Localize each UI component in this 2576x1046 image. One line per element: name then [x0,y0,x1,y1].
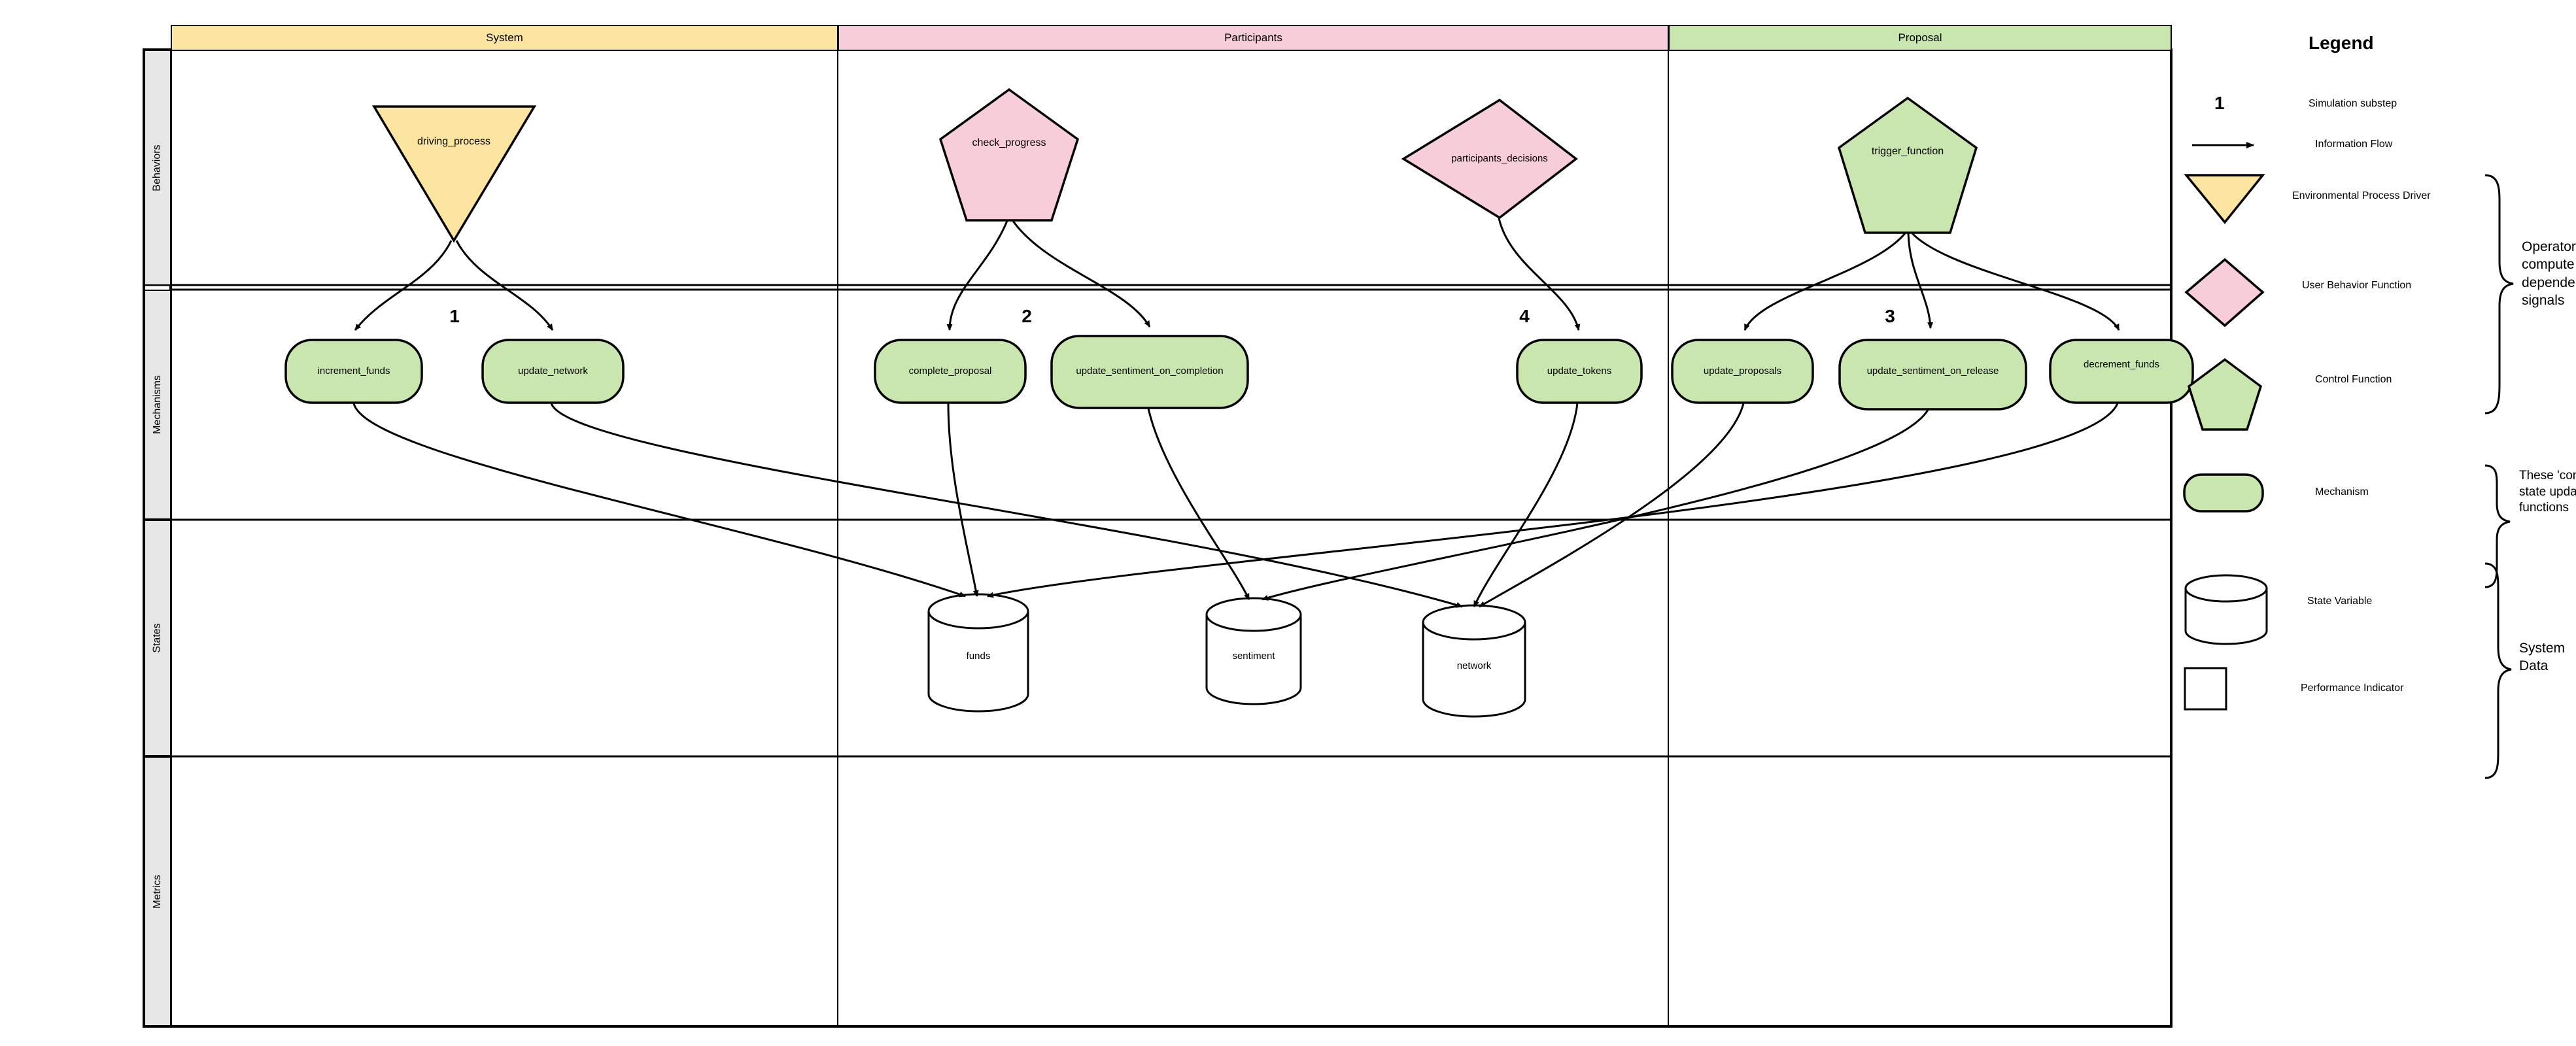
arrow-driving-to-increment-funds [354,240,453,331]
arrow-trigger-to-update-sentiment-release [1907,233,1934,329]
legend-label-mechanism: Mechanism [2315,486,2369,498]
arrow-update-network-to-network [550,403,1463,608]
substep-number-3: 3 [1885,306,1895,326]
shape-update-proposals[interactable] [1671,339,1814,404]
legend-mechanism-icon [2183,473,2264,513]
shape-network[interactable] [1422,604,1526,718]
arrow-trigger-to-update-proposals [1743,233,1906,331]
shape-update-network[interactable] [481,339,625,404]
row-label-behaviors[interactable]: Behaviors [144,50,171,286]
legend-label-performance-indicator: Performance Indicator [2301,683,2404,694]
column-header-participants-label: Participants [1224,31,1282,44]
legend-label-user-behavior-function: User Behavior Function [2302,280,2412,291]
brace-text-operators: Operators which compute state dependent … [2522,239,2576,308]
legend-label-information-flow: Information Flow [2315,139,2393,150]
shape-increment-funds[interactable] [284,339,423,404]
shape-trigger-function[interactable] [1837,96,1978,234]
shape-funds[interactable] [927,593,1029,713]
arrow-update-proposals-to-network [1479,403,1745,608]
arrow-complete-proposal-to-funds [947,403,979,597]
shape-participants-decisions[interactable] [1401,98,1578,220]
shape-update-sentiment-on-completion[interactable] [1050,335,1249,409]
column-header-proposal[interactable]: Proposal [1668,25,2172,51]
row-label-mechanisms[interactable]: Mechanisms [144,290,171,520]
arrow-decrement-funds-to-funds [987,403,2119,598]
column-header-system[interactable]: System [171,25,838,51]
arrow-update-sentiment-completion-to-sentiment [1147,408,1250,600]
legend-diamond-icon [2184,258,2265,328]
substep-number-2: 2 [1022,306,1032,326]
arrow-trigger-to-decrement-funds [1911,232,2120,331]
legend-square-icon [2184,667,2227,711]
brace-operators [2484,174,2514,414]
brace-text-mechanisms: These 'contain' state update functions [2519,469,2576,515]
column-header-proposal-label: Proposal [1898,31,1942,44]
arrow-participants-decisions-to-update-tokens [1498,218,1581,331]
legend-title: Legend [2309,33,2374,53]
arrow-update-tokens-to-network [1473,403,1579,607]
column-header-system-label: System [486,31,523,44]
legend-label-control-function: Control Function [2315,374,2392,385]
legend-label-environmental-process-driver: Environmental Process Driver [2292,190,2431,201]
arrow-check-progress-to-complete-proposal [946,220,1008,331]
substep-number-1: 1 [449,306,460,326]
row-label-metrics[interactable]: Metrics [144,756,171,1026]
brace-mechanisms [2484,464,2511,588]
legend-substep-symbol: 1 [2214,93,2225,113]
legend-triangle-icon [2184,174,2265,224]
arrow-driving-to-update-network [455,240,554,331]
shape-update-tokens[interactable] [1516,339,1643,404]
shape-complete-proposal[interactable] [874,339,1027,404]
arrow-check-progress-to-update-sentiment-completion [1012,220,1151,328]
shape-decrement-funds[interactable] [2049,339,2194,404]
brace-system-data [2484,562,2512,779]
brace-text-system-data: System Data [2519,641,2566,674]
shape-driving-process[interactable] [371,105,537,243]
legend-cylinder-icon [2184,574,2268,645]
row-label-states[interactable]: States [144,520,171,756]
arrow-update-sentiment-release-to-sentiment [1262,409,1929,601]
substep-number-4: 4 [1519,306,1530,326]
shape-check-progress[interactable] [938,88,1080,222]
arrow-increment-funds-to-funds [352,403,966,598]
column-header-participants[interactable]: Participants [838,25,1669,51]
legend-label-state-variable: State Variable [2307,596,2373,607]
legend-label-simulation-substep: Simulation substep [2309,98,2397,109]
legend-pentagon-icon [2187,358,2263,431]
shape-sentiment[interactable] [1205,597,1302,705]
shape-update-sentiment-on-release[interactable] [1838,339,2027,411]
